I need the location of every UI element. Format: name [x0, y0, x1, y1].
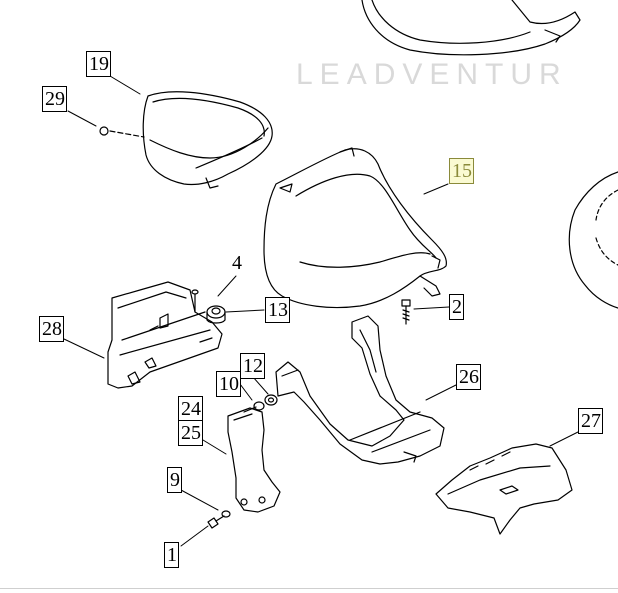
watermark-text: LEADVENTUR — [296, 58, 568, 91]
part-27-cover — [435, 443, 573, 535]
part-26-frame — [275, 315, 445, 465]
part-4-screw — [191, 289, 199, 313]
callout-13[interactable]: 13 — [265, 297, 290, 323]
part-13-grommet — [206, 305, 226, 324]
callout-28[interactable]: 28 — [39, 316, 64, 342]
part-15-rider-seat — [263, 147, 447, 309]
part-1-bolt — [207, 515, 225, 529]
part-24-25-side-bracket — [227, 407, 281, 513]
callout-25[interactable]: 25 — [178, 420, 203, 446]
bottom-divider — [0, 588, 618, 589]
callout-2[interactable]: 2 — [449, 294, 464, 320]
part-2-screw — [401, 299, 411, 325]
leader-lines — [63, 75, 579, 547]
part-28-bracket — [107, 281, 223, 389]
callout-15-highlighted[interactable]: 15 — [449, 158, 474, 184]
callout-10[interactable]: 10 — [216, 371, 241, 397]
right-edge-drawing — [568, 171, 618, 309]
callout-4[interactable]: 4 — [232, 252, 242, 274]
callout-1[interactable]: 1 — [164, 542, 179, 568]
callout-26[interactable]: 26 — [456, 364, 481, 390]
part-12-washer — [264, 394, 278, 406]
callout-9[interactable]: 9 — [167, 467, 182, 493]
part-10-washer — [243, 401, 265, 413]
callout-27[interactable]: 27 — [578, 408, 603, 434]
part-9-washer — [221, 510, 231, 518]
part-19-pillion-pad — [142, 91, 273, 189]
part-29-grommet — [99, 126, 145, 138]
callout-19[interactable]: 19 — [86, 51, 111, 77]
callout-29[interactable]: 29 — [42, 86, 67, 112]
top-seat-drawing — [361, 0, 581, 56]
callout-24[interactable]: 24 — [178, 396, 203, 422]
callout-12[interactable]: 12 — [240, 353, 265, 379]
